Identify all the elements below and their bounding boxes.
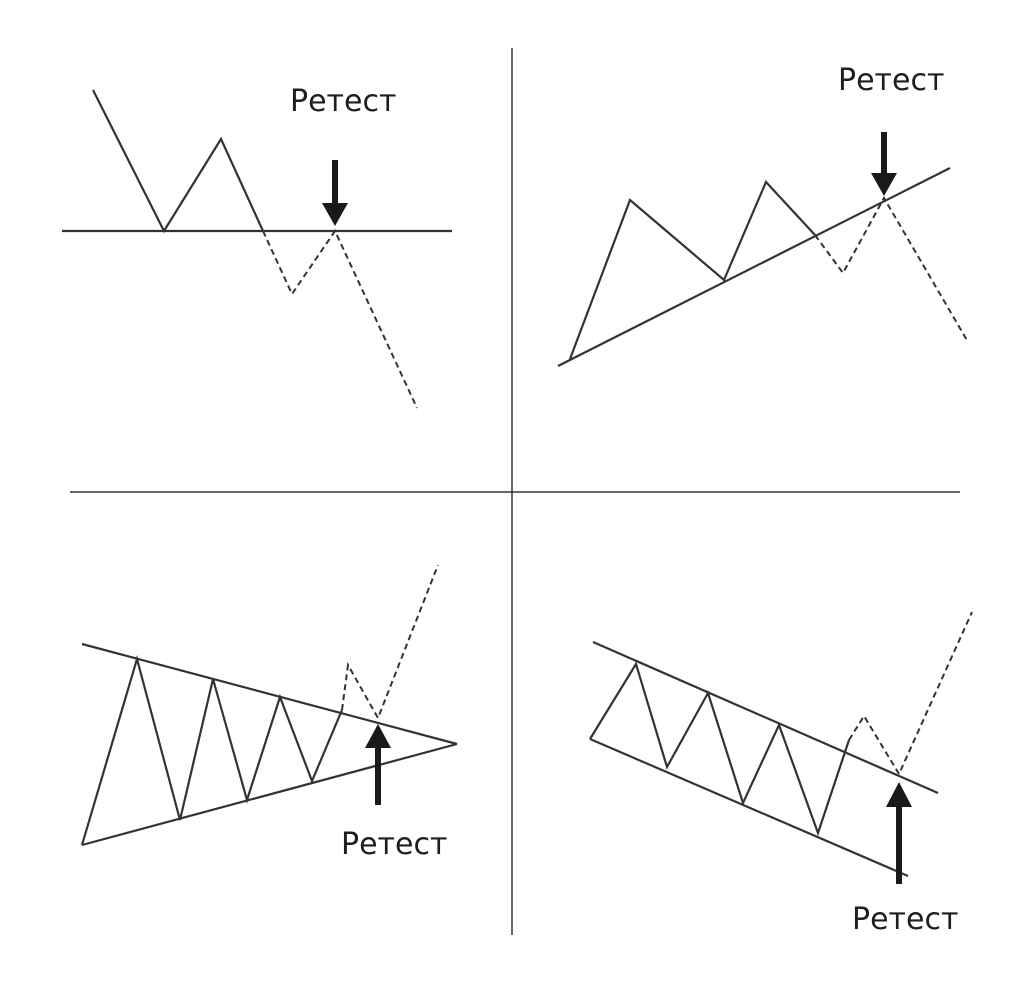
retest-arrow-head — [871, 173, 897, 196]
triangle-upper-line — [81, 642, 458, 746]
price-path — [92, 89, 265, 234]
price-path — [568, 180, 816, 360]
retest-label: Ретест — [852, 902, 958, 937]
projected-price-path — [814, 195, 969, 343]
retest-arrow-head — [886, 782, 912, 807]
channel-lower-line — [589, 737, 909, 878]
panel-triangle: Ретест — [80, 564, 458, 862]
retest-arrow-head — [365, 724, 391, 748]
projected-price-path — [848, 611, 973, 777]
panel-descending-channel: Ретест — [589, 611, 973, 937]
price-path — [80, 654, 344, 846]
panel-horizontal-level: Ретест — [62, 84, 452, 409]
retest-label: Ретест — [290, 84, 396, 119]
channel-upper-line — [592, 640, 939, 795]
ascending-trendline — [557, 167, 951, 367]
projected-price-path — [341, 564, 439, 721]
retest-label: Ретест — [341, 827, 447, 862]
retest-arrow-head — [322, 203, 348, 226]
price-path — [589, 661, 851, 837]
projected-price-path — [262, 228, 418, 409]
triangle-lower-line — [81, 742, 458, 847]
retest-label: Ретест — [838, 63, 944, 98]
panel-ascending-trendline: Ретест — [557, 63, 969, 367]
